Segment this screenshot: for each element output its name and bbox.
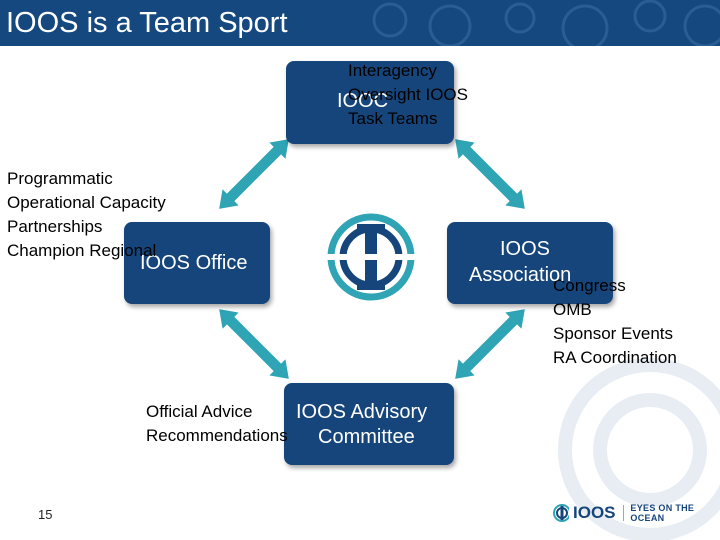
advisory-note-2: Recommendations xyxy=(146,426,288,445)
arrow-iooc-office xyxy=(208,128,300,220)
advisory-note-1: Official Advice xyxy=(146,402,253,421)
office-note-2: Operational Capacity xyxy=(7,193,166,212)
iooc-note-2: Oversight IOOS xyxy=(348,85,468,104)
ioos-logo-icon xyxy=(326,213,416,301)
ioos-small-logo-icon xyxy=(553,504,570,522)
watermark-logo-icon xyxy=(558,358,720,540)
footer-logo: IOOS EYES ON THE OCEAN xyxy=(553,503,720,523)
iooc-label: IOOC xyxy=(337,90,389,112)
association-note-1: Congress xyxy=(553,276,626,295)
association-note-4: RA Coordination xyxy=(553,348,677,367)
association-label-line1: IOOS xyxy=(500,238,551,260)
arrow-association-advisory xyxy=(444,298,536,390)
arrow-iooc-association xyxy=(444,128,536,220)
footer-logo-word: IOOS xyxy=(573,503,616,522)
advisory-box xyxy=(284,383,454,465)
advisory-label-line1: IOOS Advisory xyxy=(296,401,428,423)
office-box xyxy=(124,222,270,304)
association-label-line2: Association xyxy=(469,264,572,286)
association-note-2: OMB xyxy=(553,300,592,319)
slide-title: IOOS is a Team Sport xyxy=(6,7,288,39)
office-note-3: Partnerships xyxy=(7,217,103,236)
association-note-3: Sponsor Events xyxy=(553,324,674,343)
arrow-office-advisory xyxy=(208,298,300,390)
advisory-label-line2: Committee xyxy=(318,426,415,448)
office-note-1: Programmatic xyxy=(7,169,113,188)
advisory-notes: Official Advice Recommendations xyxy=(146,400,288,448)
iooc-notes: Interagency Oversight IOOS Task Teams xyxy=(348,59,468,131)
iooc-box xyxy=(286,61,454,144)
title-bar-decoration xyxy=(372,0,720,46)
office-label: IOOS Office xyxy=(140,252,248,274)
title-bar: IOOS is a Team Sport xyxy=(0,0,720,46)
footer-tagline: EYES ON THE OCEAN xyxy=(630,503,695,523)
association-notes: Congress OMB Sponsor Events RA Coordinat… xyxy=(553,274,677,370)
iooc-note-3: Task Teams xyxy=(348,109,438,128)
page-number: 15 xyxy=(38,507,53,522)
iooc-note-1: Interagency xyxy=(348,61,437,80)
footer-separator xyxy=(622,505,624,521)
office-notes: Programmatic Operational Capacity Partne… xyxy=(7,167,166,263)
office-note-4: Champion Regional xyxy=(7,241,157,260)
association-box xyxy=(447,222,613,304)
